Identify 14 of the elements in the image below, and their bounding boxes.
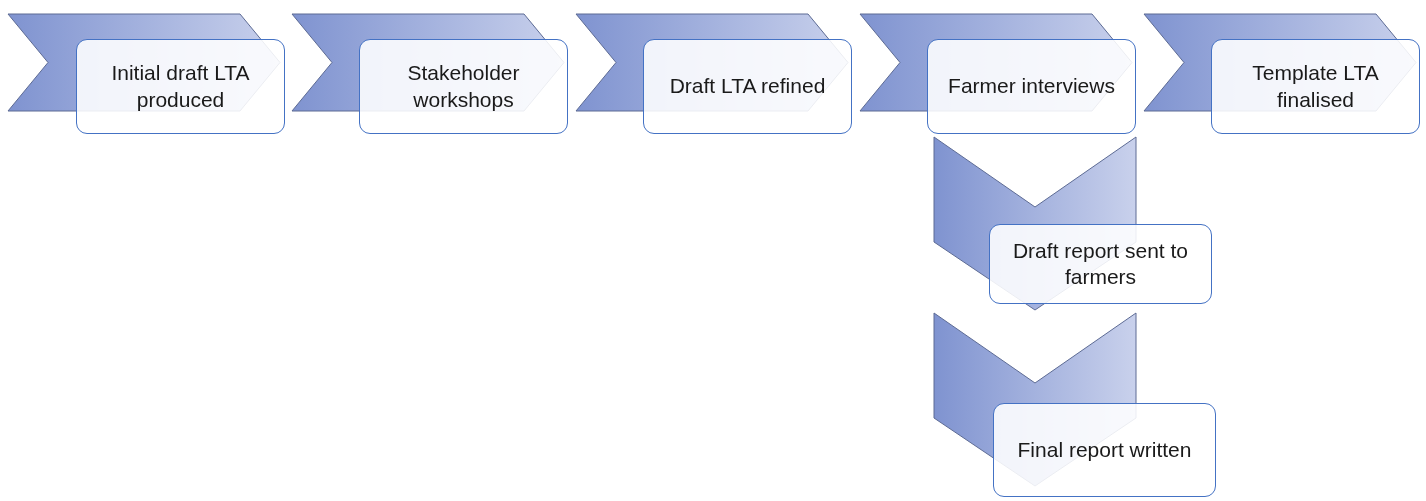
step-label: Template LTA finalised <box>1251 60 1380 113</box>
step-box <box>1211 39 1420 134</box>
step-label: Stakeholder workshops <box>406 60 521 113</box>
step-label: Initial draft LTA produced <box>110 60 251 113</box>
step-box <box>927 39 1136 134</box>
step-label: Farmer interviews <box>948 73 1115 100</box>
step-box <box>643 39 852 134</box>
step-box <box>359 39 568 134</box>
step-label: Draft LTA refined <box>669 73 826 100</box>
step-label: Final report written <box>1017 437 1192 463</box>
step-box <box>76 39 285 134</box>
step-label: Draft report sent to farmers <box>1011 237 1190 290</box>
step-box <box>993 403 1216 497</box>
step-box <box>989 224 1212 304</box>
